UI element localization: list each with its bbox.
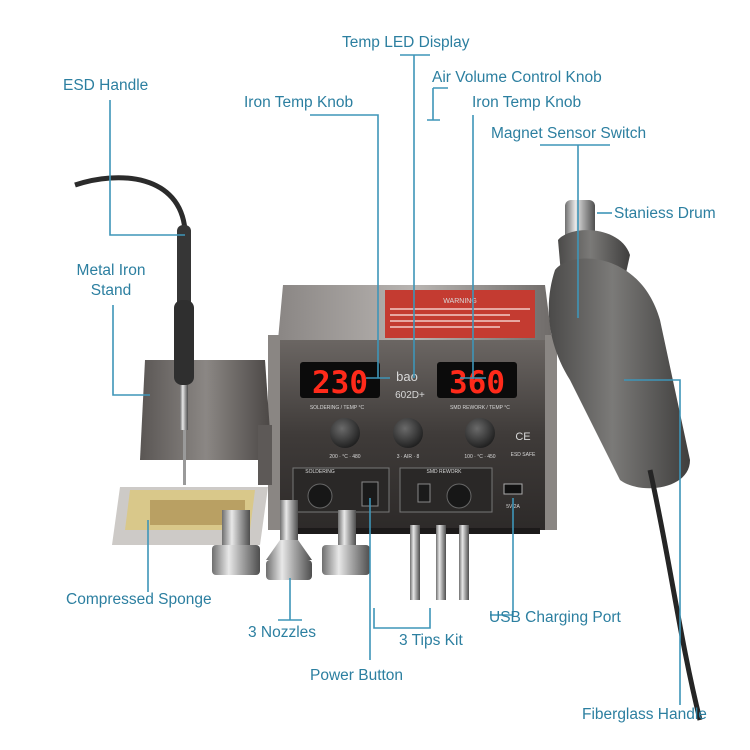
solder-tips <box>410 525 469 600</box>
ce-mark: CE <box>515 431 530 443</box>
left-panel-caption: SOLDERING / TEMP °C <box>310 405 365 411</box>
label-metal-iron-stand-line2: Stand <box>90 282 132 299</box>
gun-handle <box>548 258 690 489</box>
svg-text:200 · °C · 480: 200 · °C · 480 <box>329 454 360 460</box>
right-temp-readout: 360 <box>449 365 505 401</box>
right-led-display <box>437 362 517 398</box>
iron-connector <box>307 483 333 509</box>
iron-temp-knob <box>330 418 360 448</box>
left-led-display <box>300 362 380 398</box>
label-usb-charging-port: USB Charging Port <box>489 609 621 626</box>
usb-port <box>503 483 523 495</box>
label-three-nozzles: 3 Nozzles <box>248 624 317 641</box>
label-temp-led-display: Temp LED Display <box>342 34 470 51</box>
model-label: 602D+ <box>395 390 425 401</box>
esd-mark: ESD SAFE <box>511 452 536 458</box>
label-stainless-drum: Staniess Drum <box>614 205 716 222</box>
label-fiberglass-handle: Fiberglass Handle <box>582 706 707 723</box>
label-air-volume-knob: Air Volume Control Knob <box>432 69 602 86</box>
gun-connector <box>446 483 472 509</box>
soldering-section-label: SOLDERING <box>305 469 335 475</box>
left-temp-readout: 230 <box>312 365 368 401</box>
svg-text:100 · °C · 450: 100 · °C · 450 <box>464 454 495 460</box>
smd-rework-section-label: SMD REWORK <box>427 469 463 475</box>
air-volume-knob <box>393 418 423 448</box>
soldering-iron <box>74 175 194 485</box>
warning-title: WARNING <box>443 298 477 305</box>
rework-station: WARNING 230 360 bao 602D+ SOLDERING / TE… <box>268 285 557 534</box>
right-panel-caption: SMD REWORK / TEMP °C <box>450 405 510 411</box>
label-iron-temp-knob-right: Iron Temp Knob <box>472 94 582 111</box>
nozzles <box>212 500 370 580</box>
brand-logo: bao <box>396 369 418 384</box>
label-metal-iron-stand-line1: Metal Iron <box>76 262 146 279</box>
label-iron-temp-knob-left: Iron Temp Knob <box>244 94 354 111</box>
hot-air-temp-knob <box>465 418 495 448</box>
iron-stand <box>112 360 272 545</box>
svg-text:3 · AIR · 8: 3 · AIR · 8 <box>397 454 420 460</box>
label-three-tips-kit: 3 Tips Kit <box>399 632 463 649</box>
label-metal-iron-stand: Metal Iron Stand <box>56 261 166 301</box>
label-magnet-sensor-switch: Magnet Sensor Switch <box>491 125 647 142</box>
label-power-button: Power Button <box>310 667 404 684</box>
label-esd-handle: ESD Handle <box>63 77 149 94</box>
label-compressed-sponge: Compressed Sponge <box>66 591 212 608</box>
hot-air-gun <box>548 200 703 721</box>
leader-lines <box>109 54 681 705</box>
